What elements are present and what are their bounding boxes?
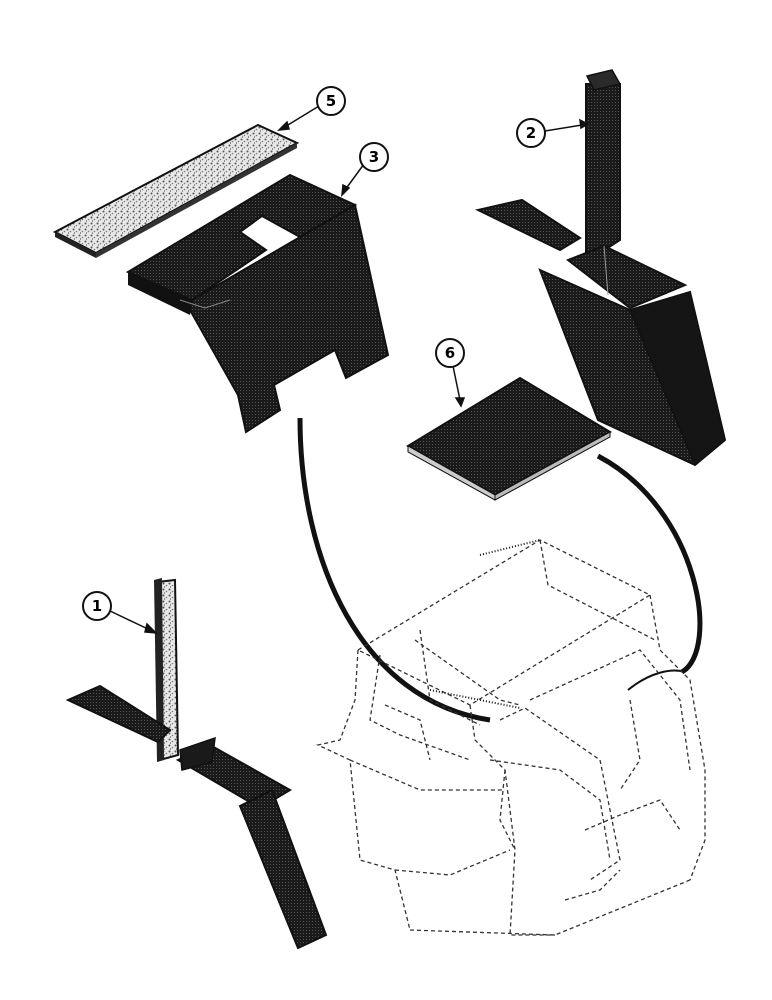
callout-3: 3	[359, 142, 389, 172]
part-3-headliner-panel	[125, 173, 390, 434]
cab-phantom-outline	[316, 539, 706, 936]
callout-5: 5	[316, 86, 346, 116]
svg-text:3: 3	[369, 148, 379, 166]
part-6-floor-pad	[406, 376, 613, 501]
part-5-foam-strip	[52, 123, 300, 258]
part-1-left-pillar-trim	[65, 578, 328, 950]
callout-leaders	[107, 105, 590, 634]
cab-roof-edge	[429, 539, 541, 709]
svg-text:1: 1	[92, 597, 102, 615]
part-2-right-pillar-trim	[475, 69, 727, 467]
callout-6: 6	[435, 338, 465, 368]
svg-text:5: 5	[326, 92, 336, 110]
svg-text:6: 6	[445, 344, 455, 362]
callout-2: 2	[516, 118, 546, 148]
svg-text:2: 2	[526, 124, 536, 142]
callout-1: 1	[82, 591, 112, 621]
